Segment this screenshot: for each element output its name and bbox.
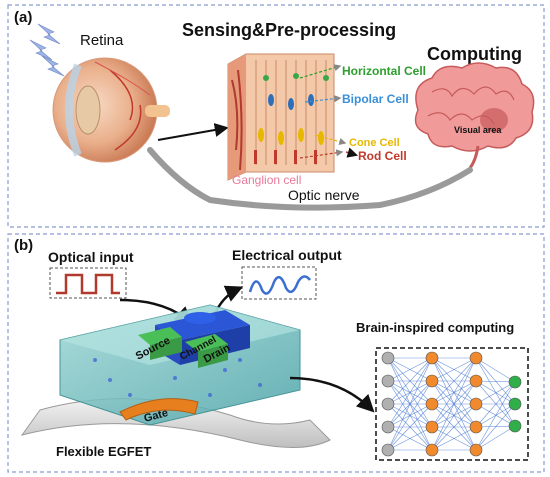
network-edge (431, 357, 477, 382)
network-edge (431, 403, 477, 451)
optical-input-label: Optical input (48, 249, 134, 265)
eye-to-retina-arrow (157, 123, 229, 141)
network-node (381, 374, 395, 388)
bipolar-cell-label: Bipolar Cell (342, 92, 409, 106)
network-node (425, 374, 439, 388)
optic-nerve-label: Optic nerve (288, 187, 360, 203)
network-edge (387, 380, 433, 451)
electrical-output-label: Electrical output (232, 247, 342, 263)
network-edge (475, 357, 516, 383)
network-node (425, 443, 439, 457)
network-edge (431, 426, 477, 451)
panel-b-label: (b) (14, 237, 33, 254)
neural-network-diagram (381, 351, 522, 457)
network-node (425, 397, 439, 411)
analog-wave-icon (248, 275, 311, 295)
network-edge (431, 357, 477, 451)
network-node (508, 375, 522, 389)
network-edge (387, 357, 433, 428)
network-node (469, 351, 483, 365)
egfet-device (20, 304, 331, 448)
horizontal-cell-label: Horizontal Cell (342, 64, 426, 78)
network-node (469, 420, 483, 434)
cell-leaders (299, 64, 347, 159)
retina-label: Retina (80, 32, 124, 49)
network-edge (475, 357, 516, 427)
square-wave-icon (56, 273, 120, 295)
ganglion-cell-label: Ganglion cell (232, 173, 301, 187)
network-edge (475, 403, 516, 451)
retina-tissue-block (227, 53, 335, 181)
network-node (381, 397, 395, 411)
network-edge (387, 357, 433, 451)
network-edge (387, 357, 433, 382)
sensing-title: Sensing&Pre-processing (182, 20, 396, 40)
visual-area-label: Visual area (454, 125, 502, 135)
rod-arrow (345, 147, 359, 158)
optic-nerve-path (147, 147, 473, 211)
cone-cell-label: Cone Cell (349, 137, 400, 149)
network-edge (475, 380, 516, 405)
network-edge (431, 357, 477, 405)
device-name-label: Flexible EGFET (56, 444, 151, 459)
network-edge (475, 403, 516, 427)
panel-b: (b) Optical input Electrical output (7, 233, 545, 473)
network-edge (475, 380, 516, 427)
computing-title: Computing (427, 44, 522, 64)
network-node (381, 420, 395, 434)
network-edge (387, 403, 433, 451)
network-edge (431, 357, 477, 428)
network-node (381, 443, 395, 457)
eye-icon (52, 57, 170, 163)
panel-a-border (7, 4, 545, 228)
light-icon (29, 23, 65, 77)
network-edge (387, 357, 433, 405)
network-node (425, 420, 439, 434)
rod-cell-label: Rod Cell (358, 149, 407, 163)
network-node (425, 351, 439, 365)
network-node (381, 351, 395, 365)
network-node (508, 397, 522, 411)
network-edge (475, 381, 516, 405)
network-edge (387, 426, 433, 451)
brain-computing-title: Brain-inspired computing (356, 320, 514, 335)
panel-a-label: (a) (14, 9, 32, 26)
network-edge (475, 381, 516, 451)
panel-b-border (7, 233, 545, 473)
network-node (469, 397, 483, 411)
panel-a: (a) Retina Sensing&Pre-processing (7, 4, 545, 228)
network-node (508, 419, 522, 433)
to-network-arrow (289, 376, 375, 413)
network-edge (475, 357, 516, 405)
brain-icon (414, 62, 535, 169)
network-edge (475, 381, 516, 428)
network-node (469, 443, 483, 457)
network-edge (431, 380, 477, 451)
network-node (469, 374, 483, 388)
network-edge (475, 380, 516, 383)
network-edge (475, 425, 516, 428)
network-edge (475, 425, 516, 451)
